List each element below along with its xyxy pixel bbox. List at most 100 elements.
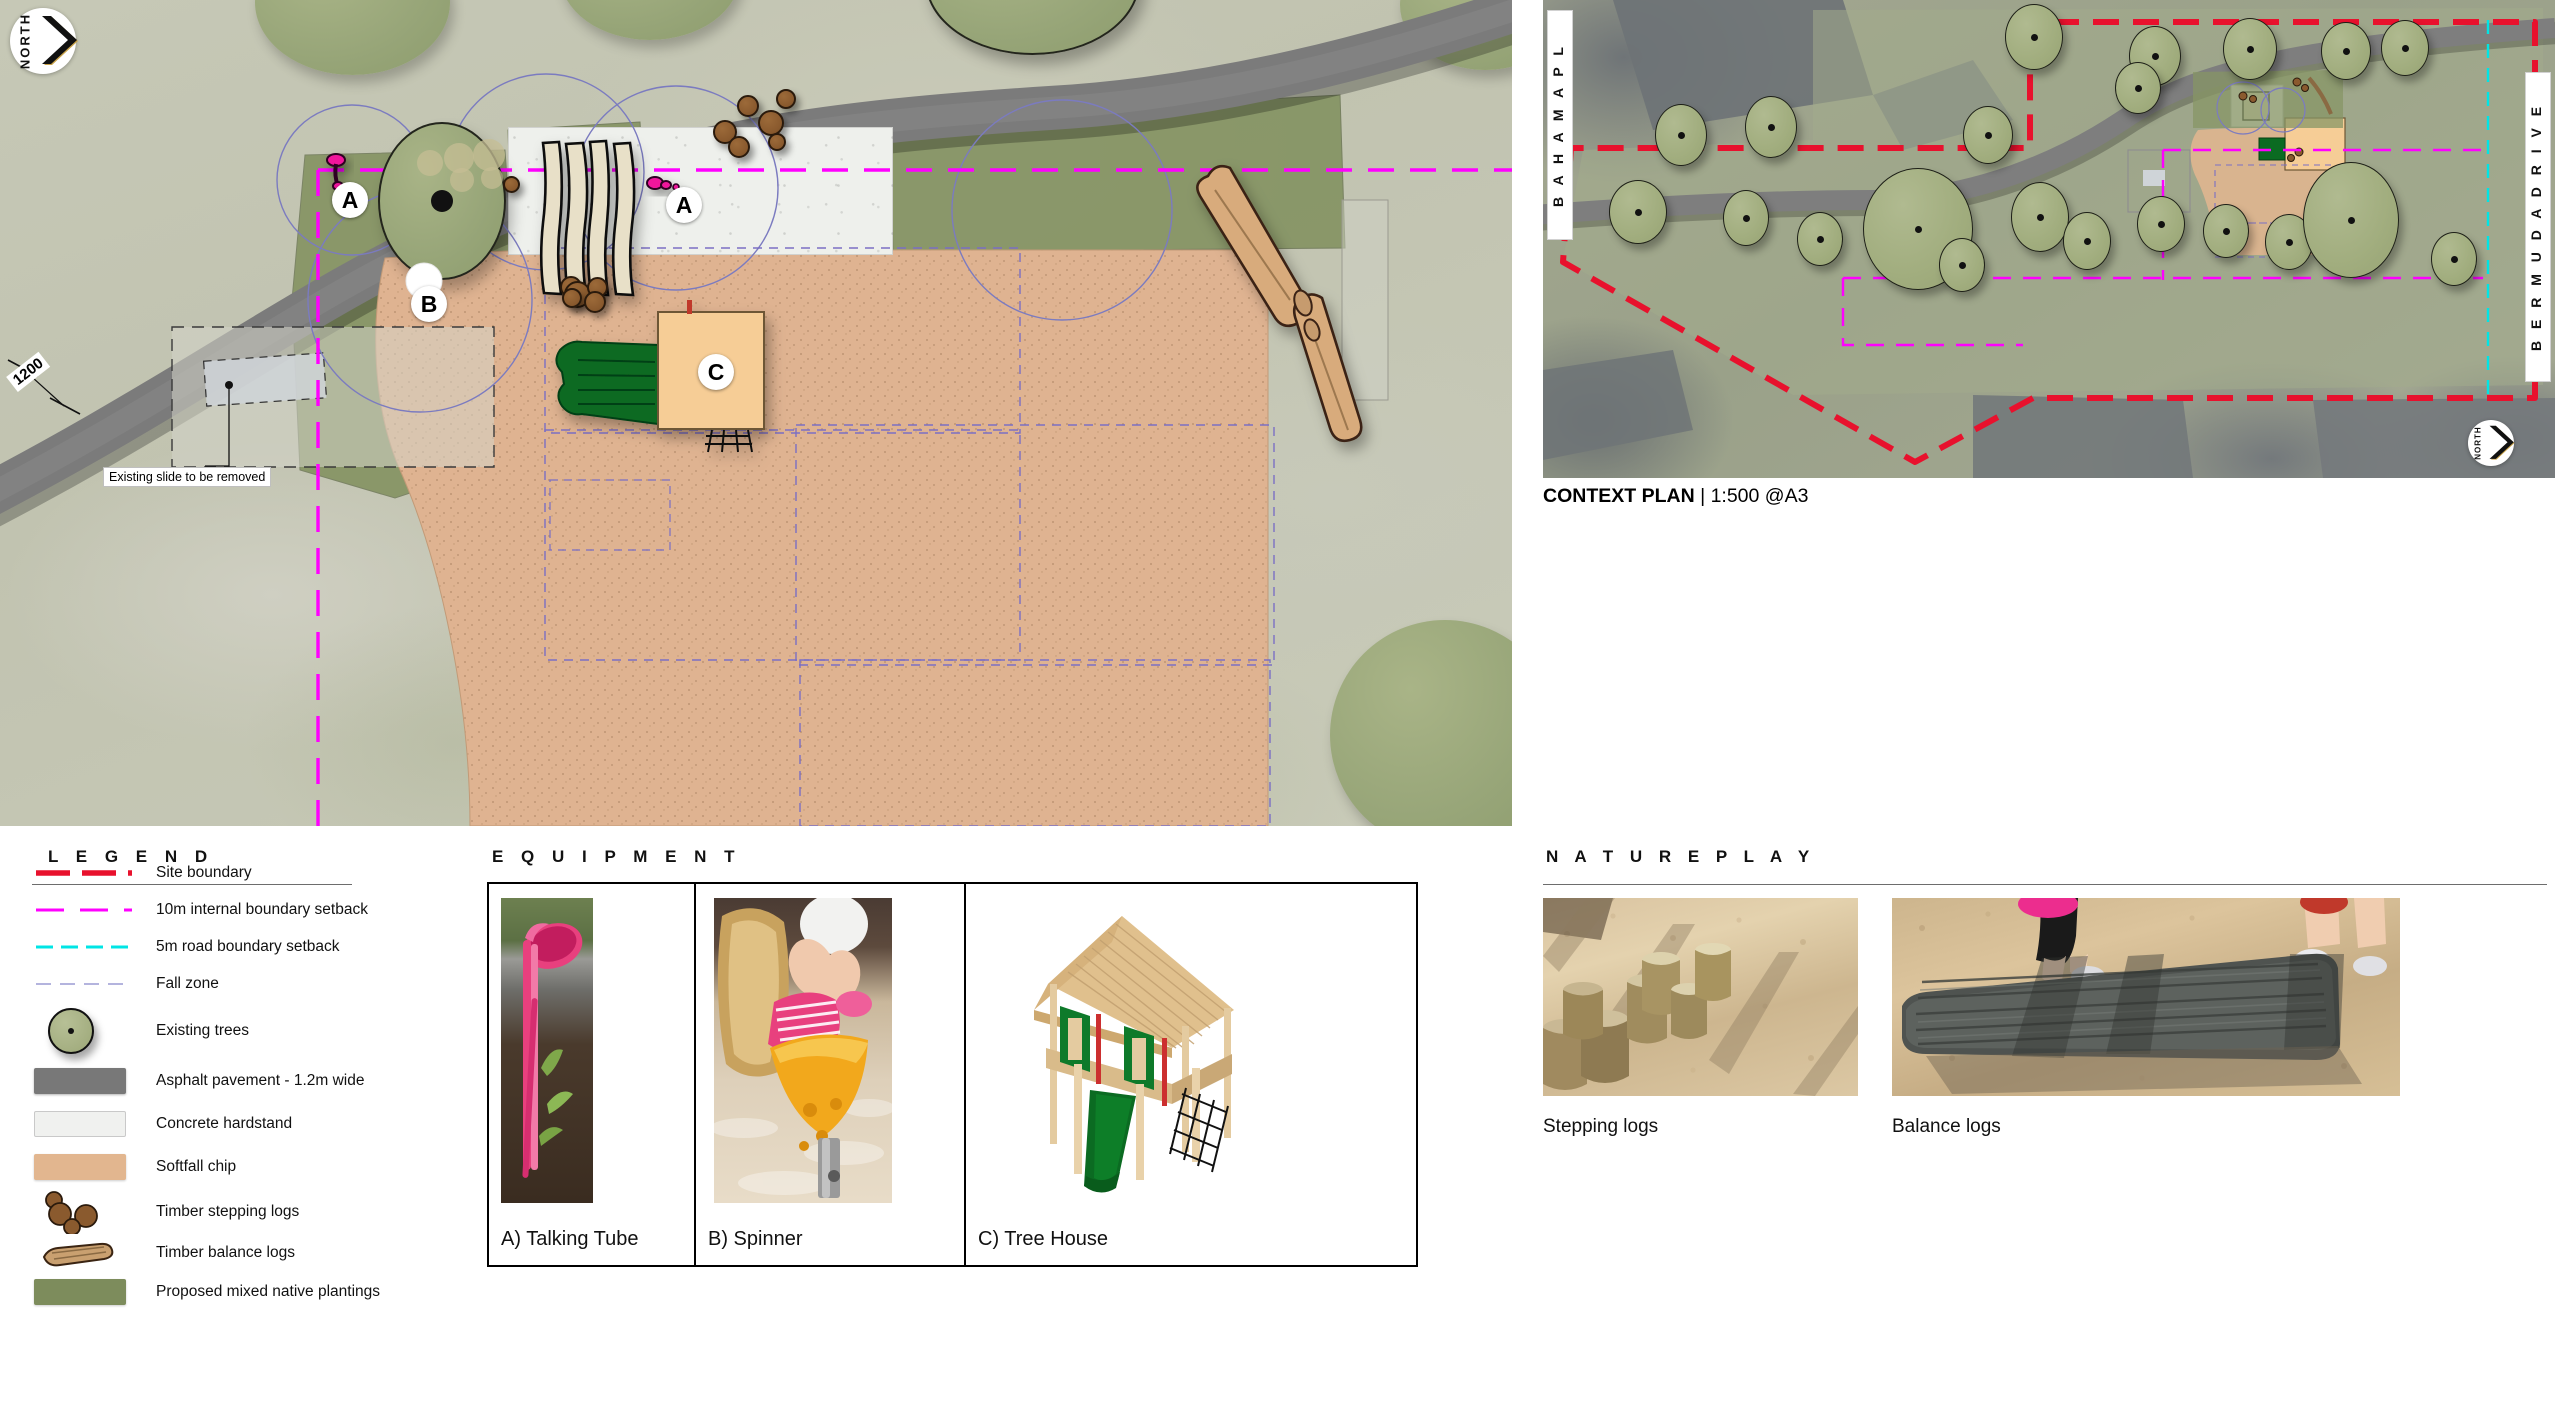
- legend-item-balance-logs: Timber balance logs: [34, 1236, 464, 1270]
- talking-tube-photo: [501, 898, 593, 1203]
- legend-key-fall-zone: [34, 967, 142, 1001]
- existing-slide: [203, 352, 327, 407]
- legend-item-site-boundary: Site boundary: [34, 855, 464, 891]
- path-width-dimension: [7, 359, 81, 415]
- legend-key-site-boundary: [34, 856, 142, 890]
- balance-logs-icon: [42, 1242, 114, 1267]
- north-arrow-chevron: [42, 16, 78, 65]
- legend-label-internal-setback: 10m internal boundary setback: [156, 901, 368, 918]
- equipment-caption-tree-house: C) Tree House: [978, 1228, 1109, 1250]
- existing-tree: [2321, 22, 2371, 80]
- tree-trunk: [431, 190, 453, 212]
- legend-item-asphalt: Asphalt pavement - 1.2m wide: [34, 1060, 464, 1102]
- context-north-chevron: [2489, 425, 2515, 460]
- asphalt-swatch-icon: [34, 1068, 126, 1094]
- nature-play-rule: [1543, 884, 2547, 885]
- legend-label-concrete: Concrete hardstand: [156, 1115, 293, 1132]
- site-plan: 1200 Existing slide to be removed A A B …: [0, 0, 1512, 826]
- equipment-cell-tree-house[interactable]: C) Tree House: [964, 884, 1416, 1265]
- callout-marker-b[interactable]: B: [411, 286, 447, 322]
- legend-label-fall-zone: Fall zone: [156, 975, 219, 992]
- timber-stepping-log: [503, 176, 520, 193]
- legend-key-stepping-logs: [34, 1189, 142, 1235]
- legend-label-existing-trees: Existing trees: [156, 1022, 250, 1039]
- timber-balance-log: [1196, 164, 1363, 443]
- equipment-cell-talking-tube[interactable]: A) Talking Tube: [489, 884, 694, 1265]
- legend-label-road-setback: 5m road boundary setback: [156, 938, 340, 955]
- softfall-swatch-icon: [34, 1154, 126, 1180]
- timber-stepping-log: [584, 291, 606, 313]
- timber-stepping-log: [728, 136, 750, 158]
- legend-key-plantings: [34, 1275, 142, 1309]
- nature-play-caption-stepping-logs: Stepping logs: [1543, 1116, 1659, 1137]
- timber-stepping-log: [737, 95, 759, 117]
- context-north-arrow-label: NORTH: [2473, 426, 2483, 460]
- legend-key-internal-setback: [34, 893, 142, 927]
- existing-tree: [1723, 190, 1769, 246]
- shrub-cluster: [417, 139, 505, 192]
- internal-setback-line: [316, 168, 1512, 826]
- existing-slide-annotation: Existing slide to be removed: [103, 467, 272, 487]
- existing-structures: [171, 199, 1389, 468]
- existing-tree: [2137, 196, 2185, 252]
- legend-item-road-setback: 5m road boundary setback: [34, 929, 464, 965]
- timber-stepping-log: [768, 133, 786, 151]
- existing-tree: [2011, 182, 2069, 252]
- equipment-panel: A) Talking Tube: [487, 882, 1418, 1267]
- existing-tree: [2431, 232, 2477, 286]
- tree-house-structure: [555, 300, 765, 453]
- nature-play-title: N A T U R E P L A Y: [1546, 847, 1816, 866]
- context-north-arrow: NORTH: [2468, 420, 2515, 466]
- context-caption-title: CONTEXT PLAN: [1543, 485, 1695, 507]
- existing-tree: [2063, 212, 2111, 270]
- legend-item-concrete: Concrete hardstand: [34, 1103, 464, 1145]
- callout-marker-a1[interactable]: A: [332, 182, 368, 218]
- site-boundary-icon: [36, 870, 132, 876]
- legend-item-fall-zone: Fall zone: [34, 966, 464, 1002]
- legend-item-plantings: Proposed mixed native plantings: [34, 1271, 464, 1313]
- legend-item-existing-trees: Existing trees: [34, 1003, 464, 1059]
- existing-tree-icon: [48, 1008, 94, 1054]
- legend-item-internal-setback: 10m internal boundary setback: [34, 892, 464, 928]
- concrete-swatch-icon: [34, 1111, 126, 1137]
- stepping-logs-icon: [45, 1191, 98, 1234]
- callout-marker-c[interactable]: C: [698, 354, 734, 390]
- legend-key-existing-trees: [34, 1003, 142, 1059]
- spinner-photo: [714, 898, 892, 1203]
- equipment-caption-spinner: B) Spinner: [708, 1228, 803, 1250]
- existing-tree: [1745, 96, 1797, 158]
- stepping-logs-photo: [1543, 898, 1858, 1096]
- existing-tree: [2115, 62, 2161, 114]
- legend-label-stepping-logs: Timber stepping logs: [156, 1203, 300, 1220]
- legend-item-softfall: Softfall chip: [34, 1146, 464, 1188]
- street-label-bermuda-drive: B E R M U D A D R I V E: [2525, 72, 2551, 382]
- callout-marker-a2[interactable]: A: [666, 187, 702, 223]
- legend-rule: [32, 884, 352, 885]
- street-label-bahama-pl: B A H A M A P L: [1547, 10, 1573, 240]
- equipment-cell-spinner[interactable]: B) Spinner: [694, 884, 964, 1265]
- existing-tree: [2303, 162, 2399, 278]
- existing-tree: [1939, 238, 1985, 292]
- legend-title: L E G E N D: [48, 847, 214, 866]
- legend-key-balance-logs: [34, 1236, 142, 1270]
- legend-key-road-setback: [34, 930, 142, 964]
- legend-item-stepping-logs: Timber stepping logs: [34, 1189, 464, 1235]
- road-setback-icon: [36, 945, 132, 949]
- legend-key-softfall: [34, 1150, 142, 1184]
- existing-tree: [1797, 212, 1843, 266]
- existing-tree: [2381, 20, 2429, 76]
- legend-label-site-boundary: Site boundary: [156, 864, 252, 881]
- equipment-caption-talking-tube: A) Talking Tube: [501, 1228, 639, 1250]
- context-plan: B A H A M A P L B E R M U D A D R I V E …: [1543, 0, 2555, 478]
- existing-tree: [1655, 104, 1707, 166]
- legend-label-plantings: Proposed mixed native plantings: [156, 1283, 381, 1300]
- internal-setback-icon: [36, 908, 132, 912]
- legend-label-asphalt: Asphalt pavement - 1.2m wide: [156, 1072, 365, 1089]
- plantings-swatch-icon: [34, 1279, 126, 1305]
- existing-tree: [2005, 4, 2063, 70]
- fall-zone-icon: [36, 983, 132, 985]
- existing-tree: [1609, 180, 1667, 244]
- tree-house-photo: [986, 898, 1256, 1203]
- existing-tree: [2203, 204, 2249, 258]
- nature-play-caption-balance-logs: Balance logs: [1892, 1116, 2001, 1137]
